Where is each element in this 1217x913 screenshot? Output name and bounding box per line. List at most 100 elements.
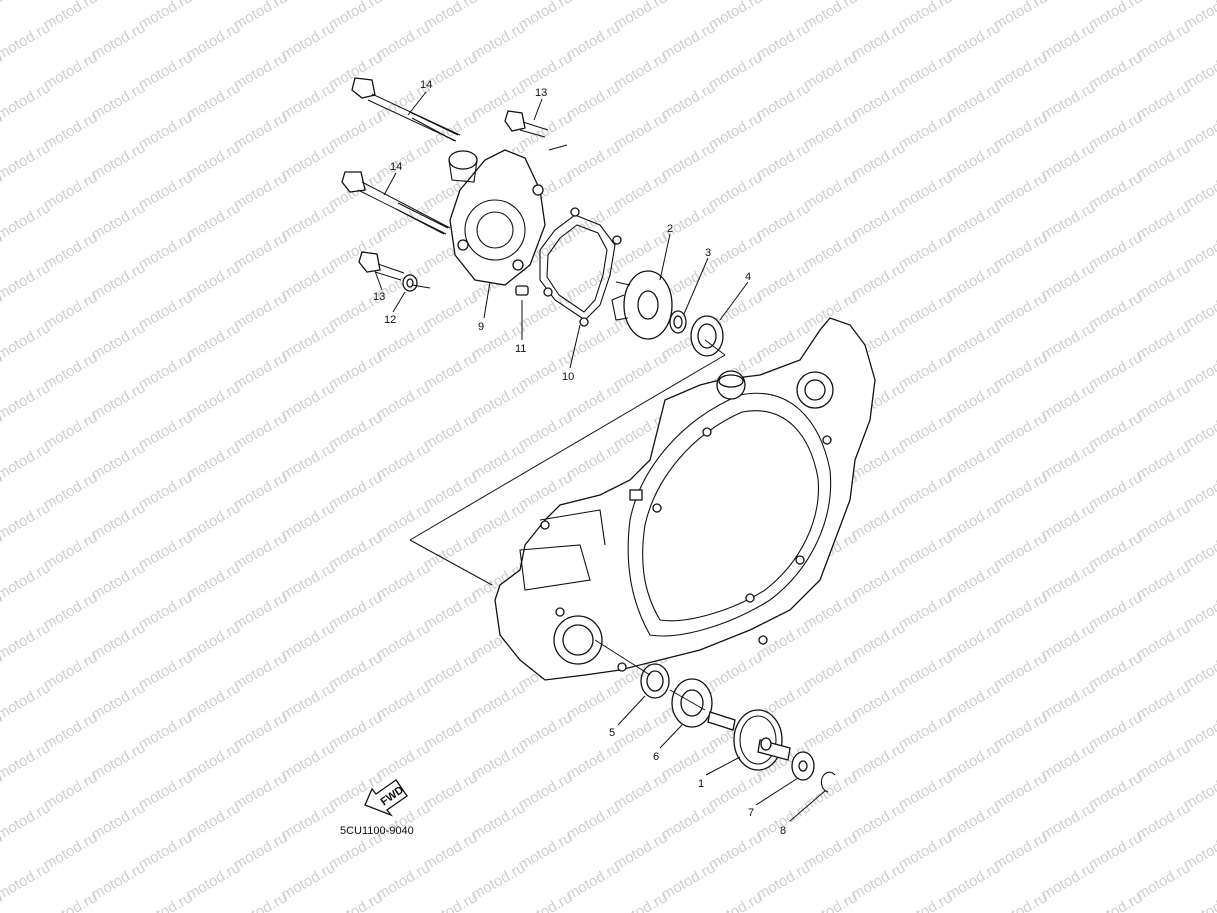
watermark-text: motod.ru [89, 139, 149, 183]
watermark-text: motod.ru [469, 499, 529, 543]
watermark-text: motod.ru [0, 259, 53, 303]
watermark-text: motod.ru [231, 649, 291, 693]
kick-axle-gear [707, 709, 791, 771]
watermark-text: motod.ru [89, 379, 149, 423]
watermark-text: motod.ru [279, 19, 339, 63]
watermark-text: motod.ru [0, 499, 53, 543]
watermark-text: motod.ru [1134, 439, 1194, 483]
watermark-text: motod.ru [0, 889, 5, 913]
watermark-text: motod.ru [421, 709, 481, 753]
watermark-text: motod.ru [469, 439, 529, 483]
watermark-text: motod.ru [231, 529, 291, 573]
watermark-text: motod.ru [326, 349, 386, 393]
watermark-text: motod.ru [1039, 739, 1099, 783]
watermark-text: motod.ru [279, 199, 339, 243]
watermark-text: motod.ru [849, 559, 909, 603]
leader-lines [374, 91, 827, 822]
callout-4: 4 [745, 271, 751, 283]
watermark-text: motod.ru [0, 679, 53, 723]
watermark-text: motod.ru [516, 709, 576, 753]
watermark-text: motod.ru [611, 769, 671, 813]
watermark-text: motod.ru [754, 79, 814, 123]
watermark-text: motod.ru [326, 529, 386, 573]
dowel-pin [515, 285, 529, 296]
watermark-text: motod.ru [1039, 859, 1099, 903]
plain-washer [791, 751, 815, 781]
callout-13: 13 [535, 87, 547, 99]
watermark-text: motod.ru [0, 0, 53, 3]
watermark-text: motod.ru [231, 589, 291, 633]
callout-1: 1 [698, 778, 704, 790]
watermark-text: motod.ru [706, 169, 766, 213]
watermark-text: motod.ru [41, 49, 101, 93]
watermark-text: motod.ru [801, 49, 861, 93]
watermark-text: motod.ru [326, 889, 386, 913]
watermark-text: motod.ru [89, 79, 149, 123]
callout-7: 7 [748, 807, 754, 819]
watermark-text: motod.ru [944, 379, 1004, 423]
watermark-text: motod.ru [659, 19, 719, 63]
watermark-text: motod.ru [136, 229, 196, 273]
watermark-text: motod.ru [706, 769, 766, 813]
watermark-text: motod.ru [564, 859, 624, 903]
watermark-text: motod.ru [659, 739, 719, 783]
callout-2: 2 [667, 223, 673, 235]
watermark-text: motod.ru [1134, 379, 1194, 423]
watermark-text: motod.ru [374, 679, 434, 723]
watermark-text: motod.ru [1134, 499, 1194, 543]
watermark-text: motod.ru [516, 889, 576, 913]
watermark-text: motod.ru [279, 799, 339, 843]
bolt-short [358, 251, 405, 281]
watermark-text: motod.ru [0, 379, 53, 423]
watermark-text: motod.ru [41, 109, 101, 153]
watermark-text: motod.ru [1039, 439, 1099, 483]
watermark-text: motod.ru [564, 19, 624, 63]
watermark-text: motod.ru [374, 439, 434, 483]
watermark-text: motod.ru [0, 439, 53, 483]
watermark-text: motod.ru [849, 739, 909, 783]
watermark-text: motod.ru [374, 139, 434, 183]
watermark-text: motod.ru [326, 709, 386, 753]
watermark-text: motod.ru [184, 679, 244, 723]
watermark-text: motod.ru [374, 379, 434, 423]
watermark-text: motod.ru [1134, 139, 1194, 183]
watermark-text: motod.ru [1039, 19, 1099, 63]
watermark-text: motod.ru [991, 829, 1051, 873]
watermark-text: motod.ru [421, 589, 481, 633]
watermark-text: motod.ru [184, 619, 244, 663]
watermark-text: motod.ru [41, 229, 101, 273]
watermark-text: motod.ru [564, 259, 624, 303]
watermark-text: motod.ru [374, 859, 434, 903]
water-pump-housing [448, 149, 546, 286]
watermark-text: motod.ru [991, 409, 1051, 453]
watermark-text: motod.ru [896, 649, 956, 693]
watermark-text: motod.ru [516, 829, 576, 873]
watermark-text: motod.ru [896, 589, 956, 633]
watermark-text: motod.ru [89, 859, 149, 903]
diagram-code: 5CU1100-9040 [340, 825, 414, 837]
watermark-text: motod.ru [1039, 559, 1099, 603]
watermark-text: motod.ru [944, 499, 1004, 543]
watermark-text: motod.ru [231, 469, 291, 513]
watermark-text: motod.ru [1039, 319, 1099, 363]
watermark-text: motod.ru [991, 349, 1051, 393]
watermark-text: motod.ru [0, 859, 53, 903]
watermark-text: motod.ru [326, 469, 386, 513]
watermark-text: motod.ru [421, 289, 481, 333]
watermark-text: motod.ru [231, 769, 291, 813]
watermark-text: motod.ru [1039, 619, 1099, 663]
watermark-text: motod.ru [849, 199, 909, 243]
watermark-text: motod.ru [89, 679, 149, 723]
watermark-text: motod.ru [231, 709, 291, 753]
watermark-text: motod.ru [706, 649, 766, 693]
watermark-text: motod.ru [279, 259, 339, 303]
watermark-text: motod.ru [944, 79, 1004, 123]
callout-8: 8 [780, 825, 786, 837]
watermark-text: motod.ru [89, 619, 149, 663]
watermark-text: motod.ru [326, 109, 386, 153]
watermark-text: motod.ru [1039, 139, 1099, 183]
watermark-text: motod.ru [849, 139, 909, 183]
watermark-text: motod.ru [89, 19, 149, 63]
